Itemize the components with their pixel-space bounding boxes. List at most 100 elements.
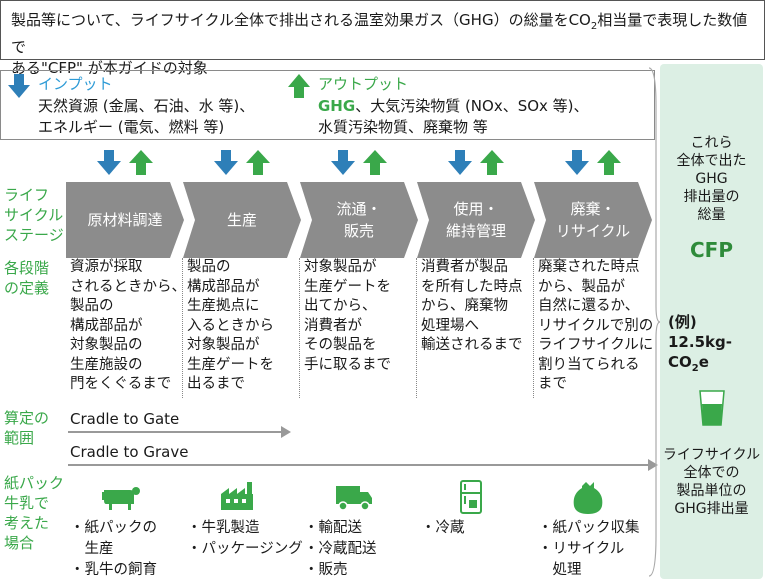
example-label-1: 紙パック bbox=[4, 474, 65, 492]
row-label-example: 紙パック 牛乳で 考えた 場合 bbox=[4, 473, 64, 553]
stage-label: 廃棄・ リサイクル bbox=[555, 200, 631, 240]
definition-line: 対象製品の bbox=[70, 337, 143, 353]
example-item: ・リサイクル bbox=[538, 541, 625, 557]
stage-label: 生産 bbox=[226, 211, 257, 229]
summary-line4: 排出量の bbox=[683, 189, 740, 205]
output-ghg: GHG bbox=[318, 97, 356, 115]
io-arrows-stage-5 bbox=[564, 150, 624, 180]
definition-line: まで bbox=[538, 376, 567, 392]
example-item: 処理 bbox=[538, 562, 582, 578]
definition-line: 生産ゲートを bbox=[187, 356, 274, 373]
definition-line: 製品の bbox=[187, 259, 231, 275]
lifecycle-stage-2: 生産 bbox=[183, 182, 301, 258]
garbage-bag-icon bbox=[568, 480, 608, 520]
example-unit-sub: 2 bbox=[691, 363, 699, 374]
definition-line: 割り当てられる bbox=[538, 356, 640, 373]
definition-line: 出るまで bbox=[187, 376, 245, 392]
definition-line: その製品を bbox=[304, 337, 377, 353]
example-value: 12.5kg- bbox=[668, 333, 732, 351]
stage-example-3: ・輸配送・冷蔵配送・販売 bbox=[304, 518, 377, 581]
definition-line: 入るときから bbox=[187, 317, 274, 334]
example-item: ・冷蔵 bbox=[421, 520, 465, 536]
cow-icon bbox=[100, 480, 140, 520]
definition-line: されるときから、 bbox=[70, 278, 186, 295]
stage-example-4: ・冷蔵 bbox=[421, 518, 465, 539]
stage-divider bbox=[416, 258, 417, 398]
summary-line3: GHG bbox=[695, 171, 728, 187]
definition-line: 消費者が製品 bbox=[421, 259, 508, 275]
definition-line: から、製品が bbox=[538, 278, 625, 295]
io-arrows-stage-4 bbox=[447, 150, 507, 180]
example-label-2: 牛乳で bbox=[4, 494, 50, 512]
definition-line: 処理場へ bbox=[421, 317, 479, 334]
definition-line: を所有した時点 bbox=[421, 278, 523, 295]
output-title: アウトプット bbox=[318, 75, 409, 93]
definition-line: 門をくぐるまで bbox=[70, 376, 172, 392]
output-text: GHG、大気汚染物質 (NOx、SOx 等)、 水質汚染物質、廃棄物 等 bbox=[318, 96, 589, 138]
definition-line: 自然に還るか、 bbox=[538, 298, 640, 314]
input-arrow-icon bbox=[8, 74, 30, 98]
output-line2: 水質汚染物質、廃棄物 等 bbox=[318, 118, 488, 136]
summary-bracket bbox=[648, 67, 660, 577]
unit-desc-line2: 全体での bbox=[683, 465, 740, 481]
io-arrows-stage-3 bbox=[330, 150, 390, 180]
stage-example-2: ・牛乳製造・パッケージング bbox=[187, 518, 303, 560]
refrigerator-icon bbox=[451, 480, 491, 520]
header-line1: 製品等について、ライフサイクル全体で排出される温室効果ガス（GHG）の総量をCO bbox=[11, 11, 591, 29]
stage-label: 原材料調達 bbox=[87, 211, 163, 229]
definition-line: 出てから、 bbox=[304, 298, 377, 314]
input-title: インプット bbox=[38, 75, 113, 93]
lifecycle-label-1: ライフ bbox=[4, 186, 50, 204]
scope-cradle-to-grave: Cradle to Grave bbox=[70, 443, 189, 461]
unit-desc-line3: 製品単位の bbox=[676, 483, 747, 499]
stage-label: 使用・ 維持管理 bbox=[445, 200, 506, 240]
stage-definition-3: 対象製品が生産ゲートを出てから、消費者がその製品を手に取るまで bbox=[304, 258, 391, 375]
row-label-definition: 各段階 の定義 bbox=[4, 258, 49, 298]
output-line1: 、大気汚染物質 (NOx、SOx 等)、 bbox=[355, 97, 589, 115]
example-item: ・牛乳製造 bbox=[187, 520, 260, 536]
lifecycle-stage-4: 使用・ 維持管理 bbox=[417, 182, 535, 258]
cfp-label: CFP bbox=[690, 238, 733, 262]
input-line1: 天然資源 (金属、石油、水 等)、 bbox=[38, 97, 255, 115]
milk-glass-icon bbox=[699, 390, 725, 426]
example-item: ・冷蔵配送 bbox=[304, 541, 377, 557]
definition-line: 生産拠点に bbox=[187, 298, 260, 314]
gate-arrow-head bbox=[281, 426, 291, 438]
io-arrows-stage-2 bbox=[213, 150, 273, 180]
definition-line: 消費者が bbox=[304, 317, 362, 334]
example-label-3: 考えた bbox=[4, 514, 50, 532]
row-label-lifecycle: ライフ サイクル ステージ bbox=[4, 185, 64, 245]
example-label-4: 場合 bbox=[4, 534, 35, 552]
example-item: ・販売 bbox=[304, 562, 348, 578]
definition-label-2: の定義 bbox=[4, 279, 50, 297]
example-item: ・紙パック収集 bbox=[538, 520, 640, 536]
example-unit-end: e bbox=[698, 353, 709, 371]
stage-definition-1: 資源が採取されるときから、製品の構成部品が対象製品の生産施設の門をくぐるまで bbox=[70, 258, 186, 395]
header-sub: 2 bbox=[590, 21, 598, 32]
cfp-summary-panel bbox=[660, 64, 763, 579]
factory-icon bbox=[217, 480, 257, 520]
definition-line: リサイクルで別の bbox=[538, 317, 654, 334]
unit-description: ライフサイクル 全体での 製品単位の GHG排出量 bbox=[660, 446, 763, 518]
stage-definition-4: 消費者が製品を所有した時点から、廃棄物処理場へ輸送されるまで bbox=[421, 258, 523, 356]
stage-divider bbox=[533, 258, 534, 398]
example-label: (例) bbox=[668, 313, 697, 331]
lifecycle-label-2: サイクル bbox=[4, 206, 64, 224]
example-item: ・紙パックの bbox=[70, 520, 157, 536]
summary-line1: これら bbox=[690, 135, 733, 151]
lifecycle-stage-3: 流通・ 販売 bbox=[300, 182, 418, 258]
header-line2: ある"CFP" が本ガイドの対象 bbox=[11, 59, 208, 77]
stage-definition-5: 廃棄された時点から、製品が自然に還るか、リサイクルで別のライフサイクルに割り当て… bbox=[538, 258, 653, 395]
truck-icon bbox=[334, 480, 374, 520]
input-line2: エネルギー (電気、燃料 等) bbox=[38, 118, 225, 136]
example-item: ・乳牛の飼育 bbox=[70, 562, 157, 578]
definition-line: 生産ゲートを bbox=[304, 278, 391, 295]
scope-cradle-to-gate: Cradle to Gate bbox=[70, 410, 180, 428]
unit-desc-line4: GHG排出量 bbox=[674, 501, 749, 517]
gate-arrow-line bbox=[68, 431, 282, 433]
example-item: ・輸配送 bbox=[304, 520, 362, 536]
summary-line5: 総量 bbox=[697, 207, 726, 223]
definition-line: から、廃棄物 bbox=[421, 298, 508, 314]
example-item: 生産 bbox=[70, 541, 114, 557]
stage-divider bbox=[182, 258, 183, 398]
